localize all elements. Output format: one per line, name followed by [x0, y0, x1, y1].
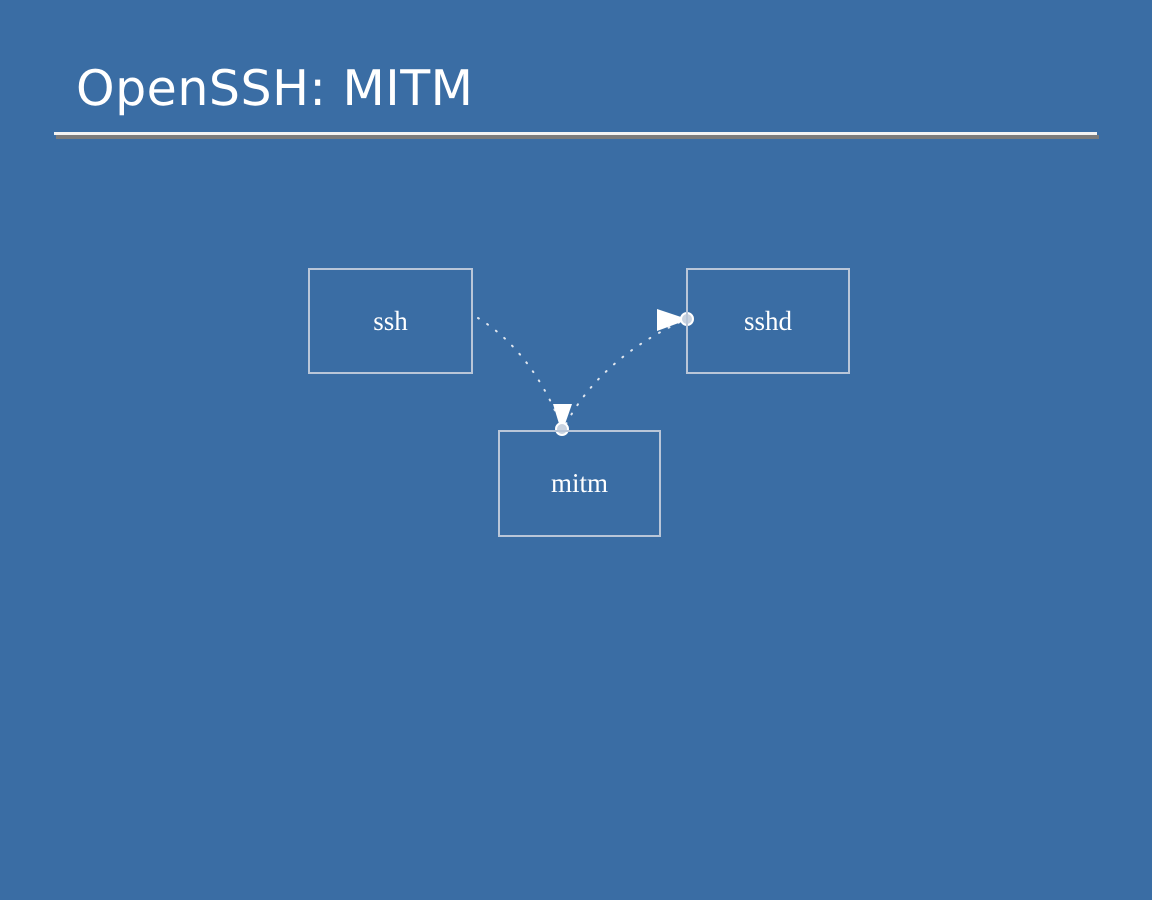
title-divider — [54, 132, 1099, 139]
node-ssh[interactable]: ssh — [308, 268, 473, 374]
node-ssh-label: ssh — [373, 305, 408, 336]
endpoint-marker-mitm-icon — [555, 422, 569, 436]
page-title: OpenSSH: MITM — [76, 60, 474, 117]
edge-mitm-to-sshd — [565, 321, 681, 425]
edge-ssh-to-mitm — [477, 317, 561, 423]
node-sshd[interactable]: sshd — [686, 268, 850, 374]
title-divider-highlight — [54, 132, 1097, 135]
title-divider-shadow — [56, 135, 1099, 139]
node-sshd-label: sshd — [743, 305, 792, 336]
node-mitm[interactable]: mitm — [498, 430, 661, 537]
node-mitm-label: mitm — [550, 468, 608, 498]
arrowhead-right-icon — [657, 309, 684, 331]
arrowhead-down-icon — [553, 404, 572, 427]
